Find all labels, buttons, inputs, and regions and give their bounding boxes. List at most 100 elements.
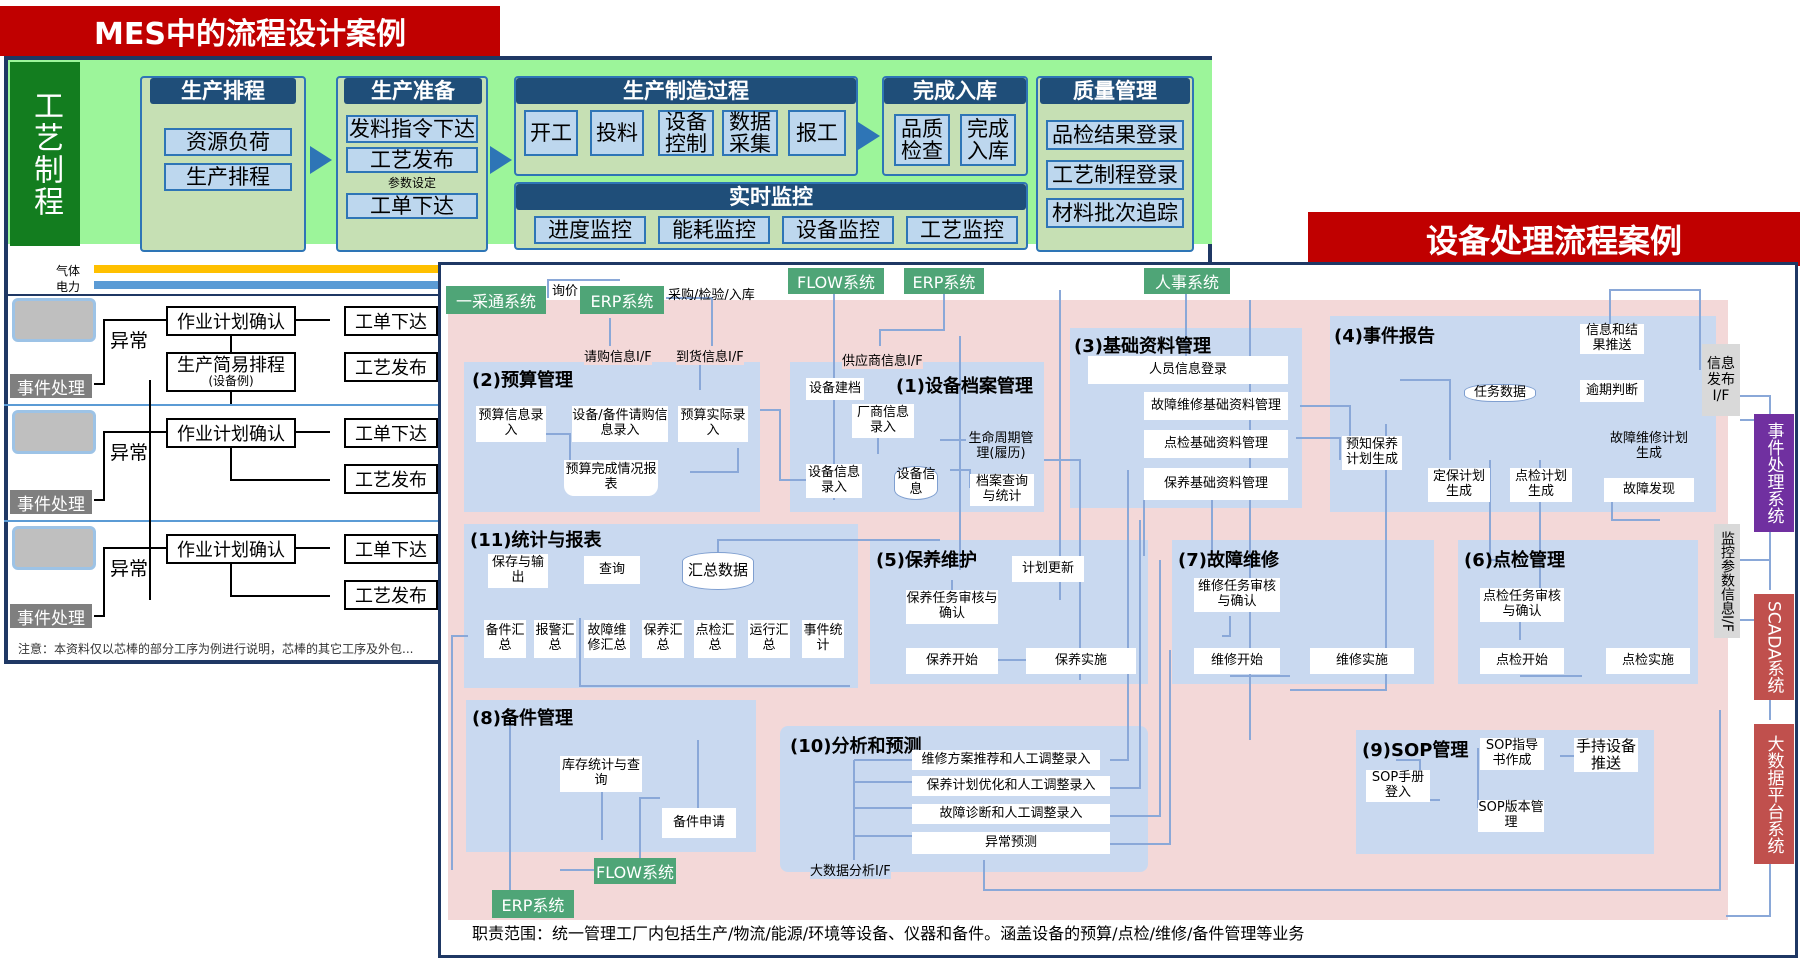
group-schedule-header: 生产排程 (150, 78, 296, 104)
query[interactable]: 查询 (584, 556, 640, 584)
inspect-basic-data[interactable]: 点检基础资料管理 (1144, 430, 1288, 458)
flow-system-bottom[interactable]: FLOW系统 (594, 858, 676, 884)
sop-guide[interactable]: SOP指导书作成 (1480, 738, 1544, 770)
item-start[interactable]: 开工 (524, 110, 578, 156)
caigou-system[interactable]: 一采通系统 (446, 286, 546, 314)
erp-system-bottom[interactable]: ERP系统 (492, 890, 574, 918)
item-quality-check[interactable]: 品质检查 (894, 114, 950, 166)
spare-summary[interactable]: 备件汇总 (484, 620, 526, 658)
item-feed[interactable]: 投料 (590, 110, 644, 156)
event-statistics[interactable]: 事件统计 (802, 620, 844, 658)
handheld-push[interactable]: 手持设备推送 (1574, 736, 1638, 772)
sop-version-mgmt[interactable]: SOP版本管理 (1478, 800, 1544, 832)
section-spare-title: (8)备件管理 (472, 708, 573, 729)
inspect-plan[interactable]: 点检计划生成 (1510, 468, 1572, 502)
periodic-plan[interactable]: 定保计划生成 (1428, 468, 1490, 502)
save-output[interactable]: 保存与输出 (488, 554, 548, 588)
repair-exec[interactable]: 维修实施 (1310, 648, 1414, 674)
hr-system[interactable]: 人事系统 (1144, 268, 1230, 294)
budget-actual-entry[interactable]: 预算实际录入 (678, 406, 748, 442)
maintain-task-review[interactable]: 保养任务审核与确认 (906, 590, 998, 624)
item-inspection-login[interactable]: 品检结果登录 (1046, 120, 1184, 150)
overdue-check[interactable]: 逾期判断 (1580, 380, 1644, 402)
row-1 (4, 294, 438, 404)
vendor-entry[interactable]: 厂商信息录入 (852, 404, 914, 438)
repair-task-review[interactable]: 维修任务审核与确认 (1194, 578, 1280, 612)
budget-info-entry[interactable]: 预算信息录入 (476, 406, 546, 442)
erp-system-top[interactable]: ERP系统 (580, 286, 664, 314)
item-data-collect[interactable]: 数据采集 (722, 110, 778, 156)
item-work-order[interactable]: 工单下达 (346, 193, 478, 219)
abnormal-label: 异常 (110, 330, 149, 352)
flow-system-top[interactable]: FLOW系统 (788, 268, 884, 294)
bigdata-platform[interactable]: 大数据平台系统 (1754, 724, 1794, 864)
inspect-task-review[interactable]: 点检任务审核与确认 (1480, 588, 1564, 622)
event-handling[interactable]: 事件处理 (8, 488, 94, 516)
simple-schedule[interactable]: 生产简易排程(设备例) (166, 352, 296, 392)
maintain-plan-optimize[interactable]: 保养计划优化和人工调整录入 (912, 776, 1110, 796)
process-release[interactable]: 工艺发布 (344, 464, 438, 494)
item-process-release[interactable]: 工艺发布 (346, 147, 478, 173)
repair-basic-data[interactable]: 故障维修基础资料管理 (1144, 392, 1288, 420)
device-info-entry[interactable]: 设备信息录入 (806, 464, 862, 498)
item-production-schedule[interactable]: 生产排程 (164, 163, 292, 191)
spare-request[interactable]: 备件申请 (662, 808, 736, 838)
plan-confirm[interactable]: 作业计划确认 (166, 418, 296, 448)
item-process-monitor[interactable]: 工艺监控 (906, 216, 1018, 244)
archive-query[interactable]: 档案查询与统计 (970, 474, 1034, 506)
work-order-issue[interactable]: 工单下达 (344, 418, 438, 448)
personnel-login[interactable]: 人员信息登录 (1088, 356, 1288, 384)
repair-plan-recommend[interactable]: 维修方案推荐和人工调整录入 (912, 750, 1100, 770)
inspect-exec[interactable]: 点检实施 (1606, 648, 1690, 674)
event-handling[interactable]: 事件处理 (8, 602, 94, 630)
item-material-trace[interactable]: 材料批次追踪 (1046, 198, 1184, 228)
work-order-issue[interactable]: 工单下达 (344, 534, 438, 564)
work-order-issue[interactable]: 工单下达 (344, 306, 438, 336)
fault-diagnosis[interactable]: 故障诊断和人工调整录入 (912, 804, 1110, 824)
scada-system[interactable]: SCADA系统 (1754, 594, 1794, 700)
repair-summary[interactable]: 故障维修汇总 (584, 620, 630, 658)
event-system[interactable]: 事件处理系统 (1754, 414, 1794, 532)
inspect-summary[interactable]: 点检汇总 (694, 620, 736, 658)
item-complete-storage[interactable]: 完成入库 (960, 114, 1016, 166)
item-device-control[interactable]: 设备控制 (658, 110, 714, 156)
info-push[interactable]: 信息和结果推送 (1580, 323, 1644, 354)
process-release[interactable]: 工艺发布 (344, 580, 438, 610)
item-report[interactable]: 报工 (788, 110, 846, 156)
plan-confirm[interactable]: 作业计划确认 (166, 306, 296, 336)
purchase-label: 采购/检验/入库 (668, 288, 755, 303)
budget-report[interactable]: 预算完成情况报表 (564, 460, 658, 496)
event-handling[interactable]: 事件处理 (8, 372, 94, 400)
item-energy-monitor[interactable]: 能耗监控 (658, 216, 770, 244)
item-device-monitor[interactable]: 设备监控 (782, 216, 894, 244)
run-summary[interactable]: 运行汇总 (748, 620, 790, 658)
group-quality-header: 质量管理 (1040, 78, 1190, 104)
lifecycle-mgmt[interactable]: 生命周期管理(履历) (966, 430, 1036, 464)
item-resource-load[interactable]: 资源负荷 (164, 128, 292, 156)
plan-update[interactable]: 计划更新 (1012, 556, 1084, 582)
item-issue-order[interactable]: 发料指令下达 (346, 115, 478, 143)
stock-query[interactable]: 库存统计与查询 (560, 756, 642, 792)
maintain-basic-data[interactable]: 保养基础资料管理 (1144, 468, 1288, 500)
inspect-start[interactable]: 点检开始 (1480, 648, 1564, 674)
process-release[interactable]: 工艺发布 (344, 352, 438, 382)
bigdata-if-label: 大数据分析I/F (810, 860, 891, 879)
repair-plan[interactable]: 故障维修计划生成 (1604, 430, 1694, 464)
item-process-login[interactable]: 工艺制程登录 (1046, 160, 1184, 190)
request-if-label: 请购信息I/F (584, 346, 652, 365)
fault-discovery[interactable]: 故障发现 (1604, 478, 1694, 502)
device-filing[interactable]: 设备建档 (806, 378, 864, 400)
erp-system-top-2[interactable]: ERP系统 (904, 268, 984, 294)
maintain-summary[interactable]: 保养汇总 (642, 620, 684, 658)
row-3 (4, 520, 438, 632)
predictive-plan[interactable]: 预知保养计划生成 (1342, 436, 1402, 470)
anomaly-prediction[interactable]: 异常预测 (912, 832, 1110, 854)
repair-start[interactable]: 维修开始 (1194, 648, 1280, 674)
sop-manual-login[interactable]: SOP手册登入 (1366, 770, 1430, 802)
plan-confirm[interactable]: 作业计划确认 (166, 534, 296, 564)
maintain-exec[interactable]: 保养实施 (1026, 648, 1136, 674)
alarm-summary[interactable]: 报警汇总 (534, 620, 576, 658)
purchase-request-entry[interactable]: 设备/备件请购信息录入 (572, 406, 668, 442)
item-progress-monitor[interactable]: 进度监控 (534, 216, 646, 244)
maintain-start[interactable]: 保养开始 (906, 648, 998, 674)
